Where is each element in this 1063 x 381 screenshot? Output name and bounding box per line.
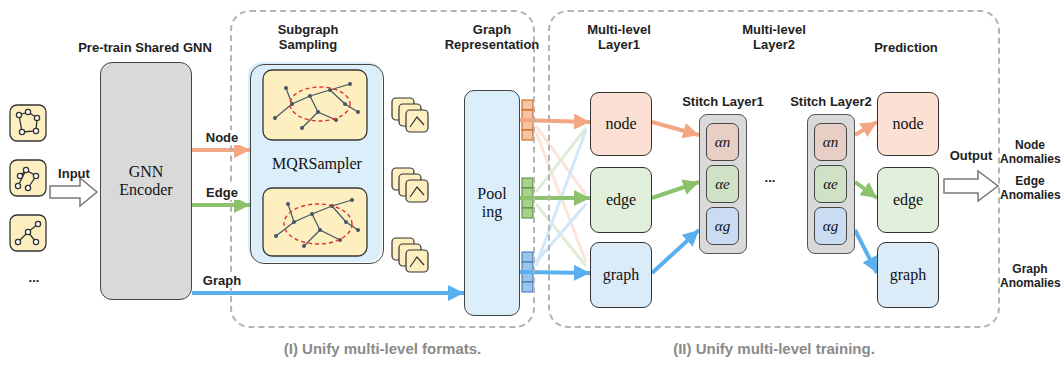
level-box: edge [590, 167, 652, 233]
stage-region: (II) Unify multi-level training.nodeedge… [548, 10, 1000, 328]
level-box: node [590, 92, 652, 156]
encoder-box: GNN Encoder [100, 62, 192, 300]
flow-arrow [192, 203, 250, 207]
label-text: Graph Anomalies [1000, 262, 1060, 290]
label-text: Subgraph Sampling [262, 22, 354, 52]
box-text: αn [715, 134, 730, 151]
arrow-label: Node [204, 130, 241, 145]
flow-arrow [192, 148, 250, 152]
sampler-box: MQRSampler [250, 64, 384, 264]
box-text: node [605, 115, 636, 133]
stage-region: (I) Unify multi-level formats.MQRSampler… [230, 10, 535, 328]
label-text: Node Anomalies [1000, 138, 1060, 166]
level-box: graph [590, 242, 652, 308]
weight-box: αe [814, 165, 847, 203]
subgraph-stacks [392, 98, 428, 272]
flow-arrow [520, 120, 590, 122]
label-text: Multi-level Layer1 [575, 22, 663, 52]
box-text: edge [893, 191, 923, 209]
label-text: Input [52, 166, 96, 181]
box-text: αg [823, 218, 838, 235]
box-text: MQRSampler [272, 155, 362, 173]
box-text: edge [606, 191, 636, 209]
flow-arrow [520, 196, 590, 200]
box-text: αg [715, 218, 730, 235]
arrow-label: Graph [201, 273, 243, 288]
sampler-fill [248, 62, 382, 262]
label-text: Prediction [868, 40, 944, 55]
pooling-box: Pool ing [464, 90, 520, 316]
prediction-box: node [877, 92, 939, 156]
box-text: graph [603, 266, 639, 284]
arrow-label: Edge [204, 185, 240, 200]
sampled-graph-icons [263, 70, 367, 256]
box-text: αe [715, 176, 730, 193]
input-graph-icons [10, 105, 46, 251]
box-text: node [892, 115, 923, 133]
label-text: ... [752, 170, 788, 185]
label-text: Output [944, 148, 998, 163]
label-text: Pre-train Shared GNN [55, 40, 235, 55]
flow-arrow [652, 182, 699, 198]
weight-box: αe [706, 165, 739, 203]
label-text: Multi-level Layer2 [730, 22, 818, 52]
weight-box: αn [706, 123, 739, 161]
box-heading: Stitch Layer2 [790, 94, 872, 109]
label-text: Edge Anomalies [1000, 174, 1060, 202]
prediction-box: graph [877, 242, 939, 308]
input-arrow [50, 178, 97, 206]
box-heading: (II) Unify multi-level training. [530, 340, 1018, 357]
box-heading: Stitch Layer1 [682, 94, 764, 109]
flow-arrow [855, 230, 877, 273]
prediction-box: edge [877, 167, 939, 233]
stitch-column: Stitch Layer2αnαeαg [807, 114, 855, 254]
output-arrow [944, 171, 998, 201]
box-text: αn [823, 134, 838, 151]
box-text: graph [890, 266, 926, 284]
weight-box: αg [706, 207, 739, 245]
flow-arrow [855, 182, 877, 198]
label-text: Graph Representation [436, 22, 548, 52]
box-text: αe [823, 176, 838, 193]
flow-arrow [192, 291, 464, 295]
box-text: Pool ing [474, 185, 510, 221]
flow-arrow [520, 272, 590, 273]
box-text: GNN Encoder [111, 163, 181, 199]
weight-box: αn [814, 123, 847, 161]
stitch-column: Stitch Layer1αnαeαg [699, 114, 747, 254]
box-heading: (I) Unify multi-level formats. [212, 340, 553, 357]
flow-arrow [652, 122, 699, 135]
weight-box: αg [814, 207, 847, 245]
label-text: ... [14, 270, 54, 285]
flow-arrow [855, 122, 877, 135]
flow-arrow [652, 230, 699, 273]
